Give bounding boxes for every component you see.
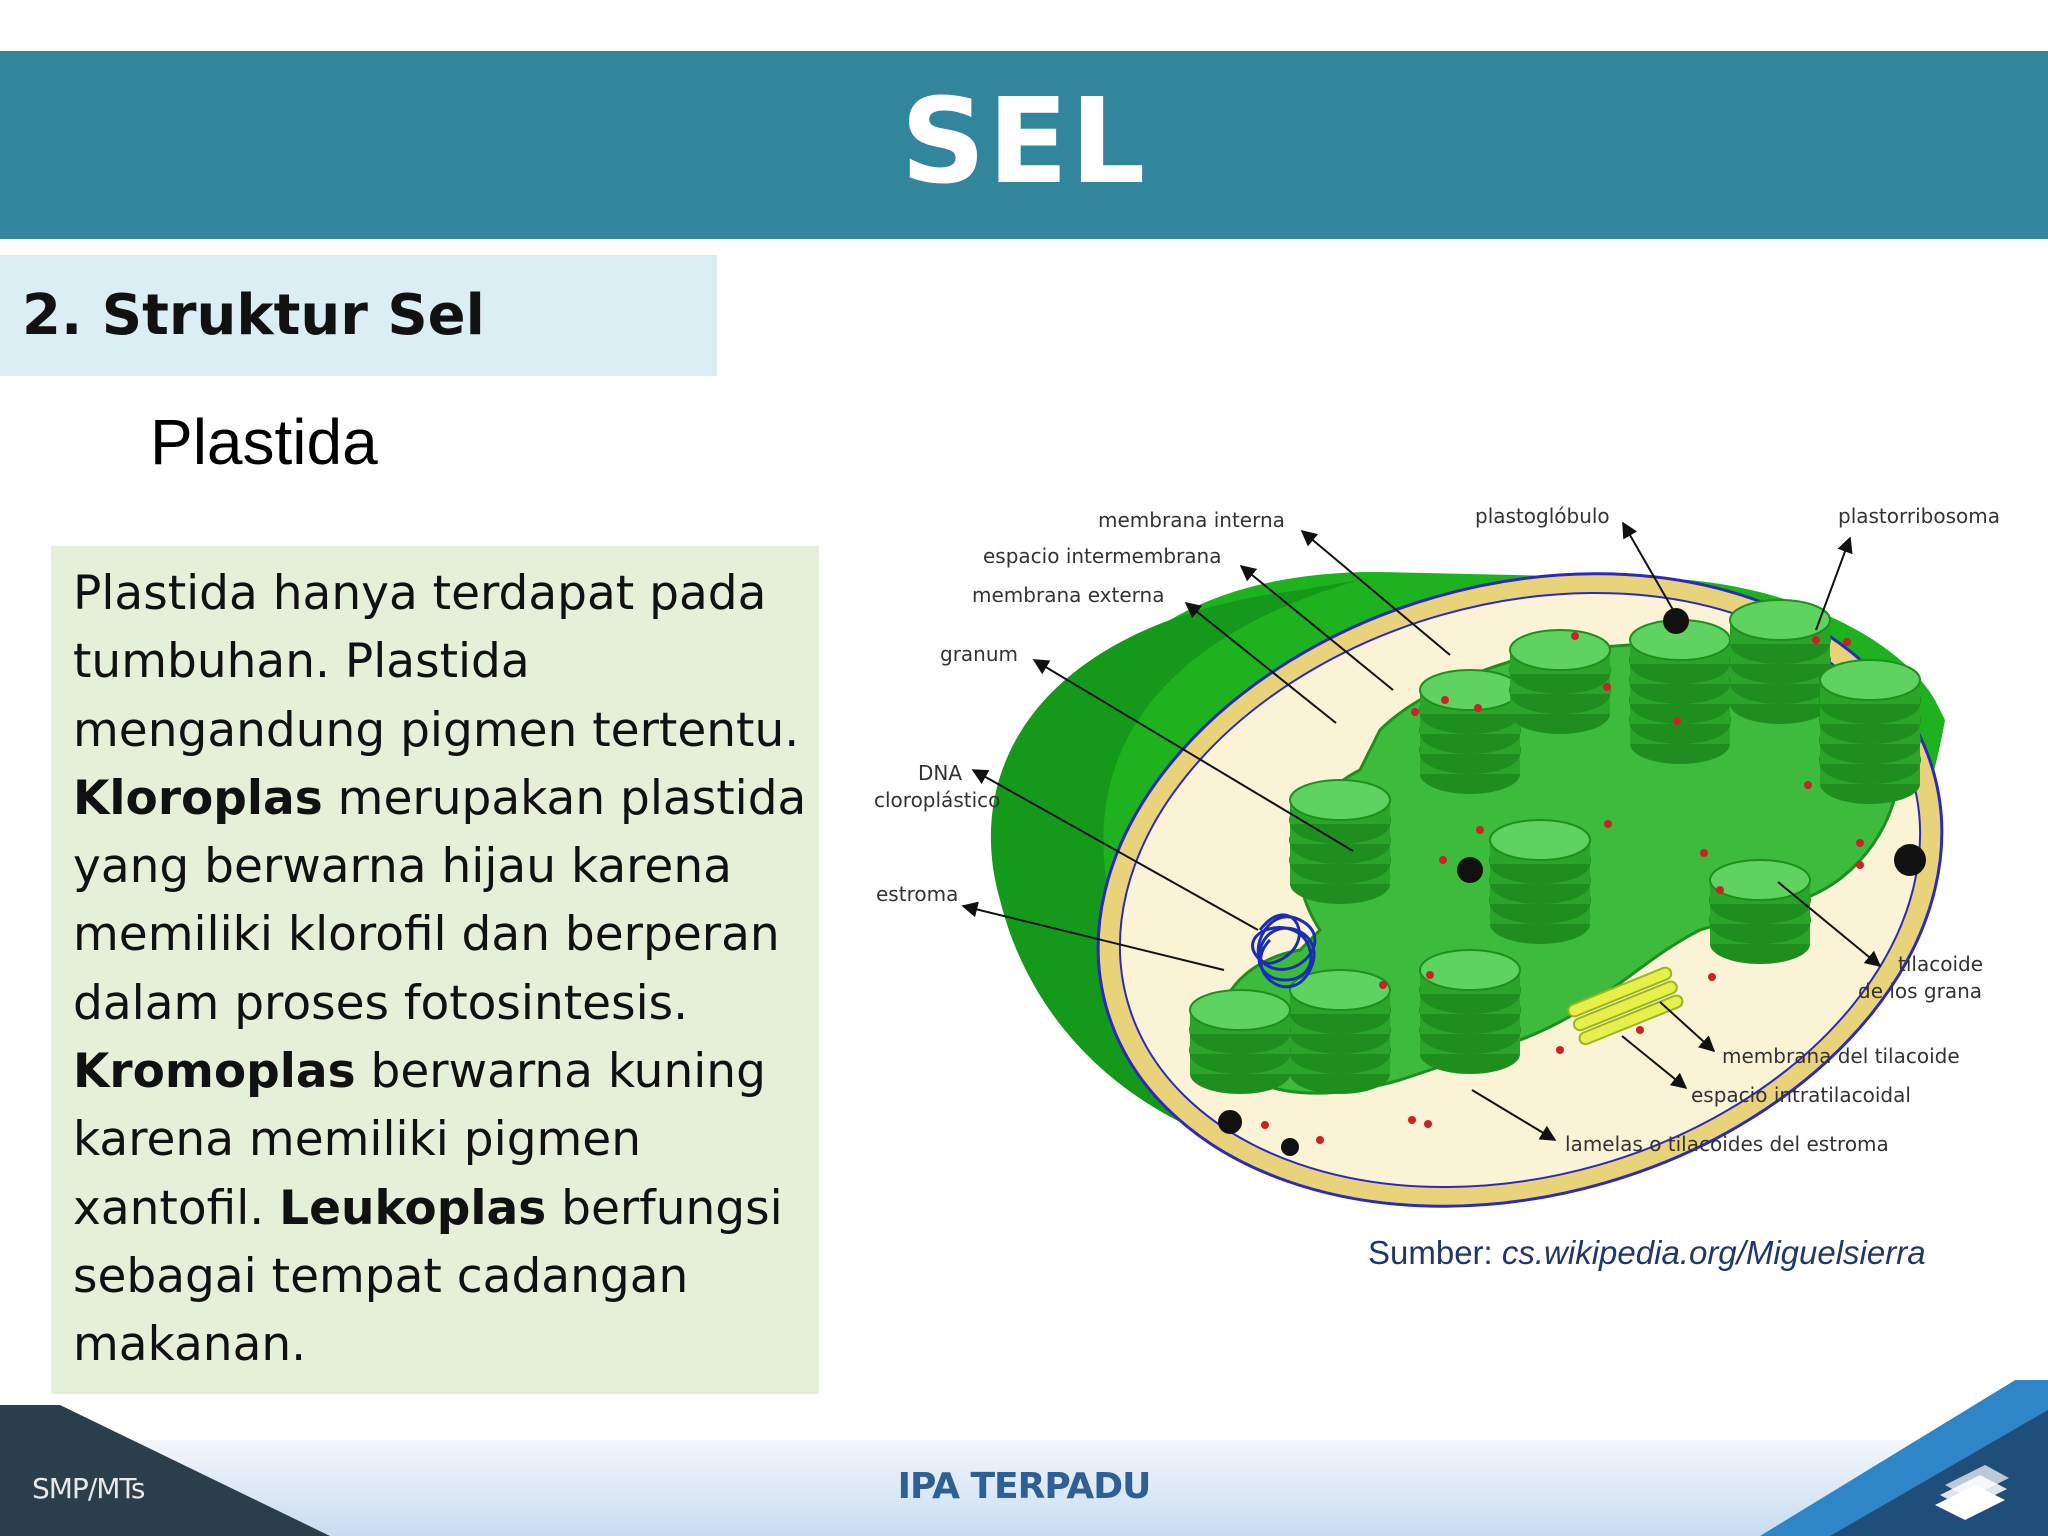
label-tilacoide-grana: de los grana <box>1858 979 1982 1003</box>
label-dna: DNA <box>918 761 962 785</box>
label-tilacoide: tilacoide <box>1898 952 1983 976</box>
label-granum: granum <box>940 642 1018 666</box>
text-segment: merupakan plastida yang berwarna hijau k… <box>73 770 807 1031</box>
label-espacio-intermembrana: espacio intermembrana <box>983 544 1221 568</box>
description-box: Plastida hanya terdapat pada tumbuhan. P… <box>51 546 819 1394</box>
subheading: Plastida <box>150 406 378 478</box>
label-estroma: estroma <box>876 882 958 906</box>
leader-lines <box>961 521 1882 1141</box>
text-segment: Plastida hanya terdapat pada tumbuhan. P… <box>73 566 800 758</box>
title-bar: SEL <box>0 51 2048 239</box>
term-kromoplas: Kromoplas <box>73 1044 356 1100</box>
text-segment: berfungsi sebagai tempat cadangan makana… <box>73 1180 783 1373</box>
plastoribosomes <box>1261 632 1864 1144</box>
label-lamelas: lamelas o tilacoides del estroma <box>1565 1132 1889 1156</box>
dna-scribble <box>1251 913 1317 989</box>
footer-subject-label: IPA TERPADU <box>897 1466 1152 1507</box>
slide-title: SEL <box>900 72 1148 210</box>
image-source: Sumber: cs.wikipedia.org/Miguelsierra <box>1368 1234 1926 1272</box>
stroma-lamella <box>1567 966 1684 1046</box>
plastoglobules <box>1218 608 1926 1156</box>
source-link[interactable]: cs.wikipedia.org/Miguelsierra <box>1501 1234 1926 1271</box>
book-logo-icon <box>1935 1465 2009 1520</box>
source-prefix: Sumber: <box>1368 1234 1502 1271</box>
label-membrana-interna: membrana interna <box>1098 508 1285 532</box>
chloroplast-diagram: membrana interna espacio intermembrana m… <box>874 504 2000 1208</box>
section-heading-box: 2. Struktur Sel <box>0 255 717 376</box>
section-heading: 2. Struktur Sel <box>22 283 485 348</box>
footer-band <box>0 1380 2048 1536</box>
term-kloroplas: Kloroplas <box>73 770 323 826</box>
term-leukoplas: Leukoplas <box>279 1180 547 1236</box>
label-plastoglobulo: plastoglóbulo <box>1475 504 1610 528</box>
description-text: Plastida hanya terdapat pada tumbuhan. P… <box>51 546 819 1380</box>
text-segment: berwarna kuning karena memiliki pigmen x… <box>73 1044 766 1236</box>
label-plastorribosoma: plastorribosoma <box>1838 504 2000 528</box>
footer-level-label: SMP/MTs <box>32 1472 145 1505</box>
label-membrana-externa: membrana externa <box>972 583 1164 607</box>
label-espacio-intratilacoidal: espacio intratilacoidal <box>1691 1083 1911 1107</box>
label-dna-cloroplastico: cloroplástico <box>874 788 1000 812</box>
label-membrana-tilacoide: membrana del tilacoide <box>1722 1044 1960 1068</box>
